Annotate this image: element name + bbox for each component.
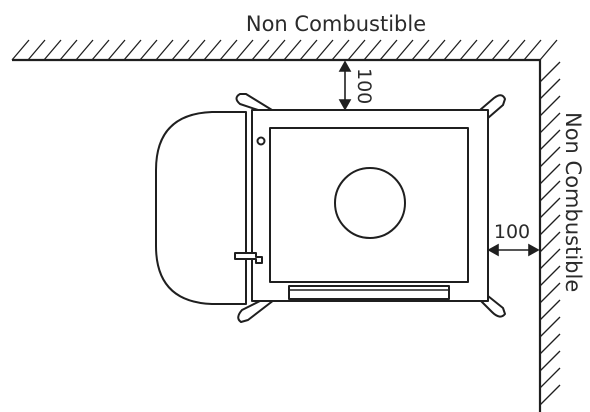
hatch-line xyxy=(491,39,510,61)
non-combustible-wall xyxy=(11,39,561,412)
hatch-line xyxy=(267,39,286,61)
hatch-line xyxy=(539,367,561,389)
right-wall-label: Non Combustible xyxy=(561,112,585,292)
hatch-line xyxy=(539,265,561,287)
arrowhead-right xyxy=(528,243,540,257)
hatch-line xyxy=(523,39,542,61)
hatch-line xyxy=(75,39,94,61)
hatch-line xyxy=(427,39,446,61)
hatch-line xyxy=(443,39,462,61)
right-wall-hatching xyxy=(539,61,561,406)
hatch-line xyxy=(539,95,561,117)
top-wall-hatching xyxy=(11,39,558,61)
side-clearance-label: 100 xyxy=(494,221,530,243)
hatch-line xyxy=(107,39,126,61)
hatch-line xyxy=(539,350,561,372)
hatch-line xyxy=(171,39,190,61)
hatch-line xyxy=(363,39,382,61)
hatch-line xyxy=(459,39,478,61)
flue-outlet xyxy=(334,167,406,239)
hatch-line xyxy=(475,39,494,61)
hatch-line xyxy=(91,39,110,61)
hatch-line xyxy=(539,78,561,100)
hatch-line xyxy=(235,39,254,61)
hatch-line xyxy=(539,197,561,219)
hatch-line xyxy=(539,112,561,134)
hatch-line xyxy=(59,39,78,61)
door-knob xyxy=(256,136,266,146)
hatch-line xyxy=(379,39,398,61)
door-handle xyxy=(234,252,263,264)
hatch-line xyxy=(539,248,561,270)
hatch-line xyxy=(315,39,334,61)
hatch-line xyxy=(539,163,561,185)
stove-leg-top-left xyxy=(235,93,273,111)
arrowhead-down xyxy=(338,99,352,111)
hatch-line xyxy=(11,39,30,61)
hatch-line xyxy=(539,129,561,151)
side-clearance-dimension xyxy=(487,243,540,257)
top-clearance-dimension xyxy=(338,60,352,111)
hatch-line xyxy=(123,39,142,61)
hatch-line xyxy=(539,384,561,406)
hatch-line xyxy=(539,299,561,321)
stove-leg-bottom-left xyxy=(237,299,275,323)
hatch-line xyxy=(219,39,238,61)
hatch-line xyxy=(43,39,62,61)
stove-door xyxy=(155,111,247,305)
hatch-line xyxy=(27,39,46,61)
hatch-line xyxy=(283,39,302,61)
stove-top-view xyxy=(155,93,506,323)
hatch-line xyxy=(539,214,561,236)
hatch-line xyxy=(251,39,270,61)
hatch-line xyxy=(539,333,561,355)
ash-pan-drawer xyxy=(288,285,450,300)
hatch-line xyxy=(539,146,561,168)
hatch-line xyxy=(539,282,561,304)
arrowhead-up xyxy=(338,60,352,72)
hatch-line xyxy=(539,61,561,83)
hatch-line xyxy=(331,39,350,61)
top-clearance-label: 100 xyxy=(353,68,375,104)
hatch-line xyxy=(539,231,561,253)
hatch-line xyxy=(155,39,174,61)
hatch-line xyxy=(539,180,561,202)
hatch-line xyxy=(299,39,318,61)
hatch-line xyxy=(507,39,526,61)
wall-corner-line xyxy=(12,58,542,412)
hatch-line xyxy=(187,39,206,61)
hatch-line xyxy=(203,39,222,61)
hatch-line xyxy=(539,316,561,338)
hatch-line xyxy=(347,39,366,61)
hatch-line xyxy=(395,39,414,61)
hatch-line xyxy=(539,39,558,61)
hatch-line xyxy=(411,39,430,61)
top-wall-label: Non Combustible xyxy=(246,12,426,36)
hatch-line xyxy=(139,39,158,61)
arrowhead-left xyxy=(487,243,499,257)
